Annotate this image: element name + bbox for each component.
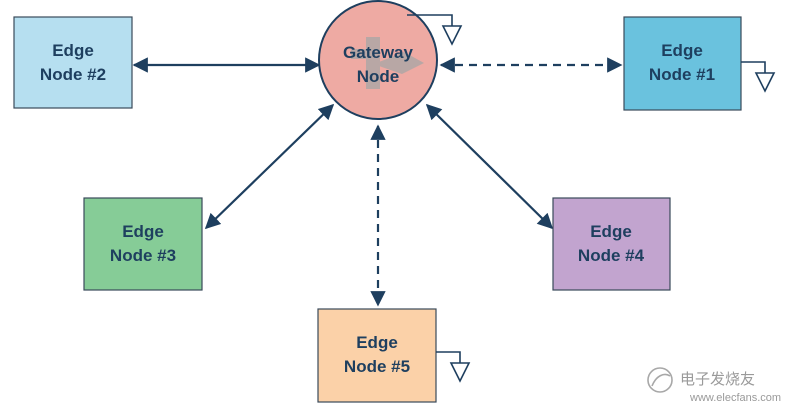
watermark-text: 电子发烧友 — [680, 370, 755, 388]
edge-node-3-label-line1: Edge — [122, 222, 164, 241]
edge-node-1-label-line2: Node #1 — [649, 65, 715, 84]
link-gateway-node3 — [204, 103, 335, 230]
edge-node-4-label-line2: Node #4 — [578, 246, 645, 265]
edge-node-4-box — [552, 197, 671, 291]
gateway-device-icon — [351, 37, 424, 89]
edge-node-1-label-line1: Edge — [661, 41, 703, 60]
gateway-label-line2: Node — [357, 67, 400, 86]
edge-node-5-box — [317, 308, 437, 403]
edge-node-2: Edge Node #2 — [13, 16, 133, 109]
edge-node-5-label-line1: Edge — [356, 333, 398, 352]
edge-node-4: Edge Node #4 — [552, 197, 671, 291]
edge-node-3-label-line2: Node #3 — [110, 246, 176, 265]
watermark: 电子发烧友 www.elecfans.com — [647, 367, 781, 404]
edge-node-3: Edge Node #3 — [83, 197, 203, 291]
edge-node-4-label-line1: Edge — [590, 222, 632, 241]
edge-node-1-ground-icon — [741, 61, 776, 93]
watermark-url: www.elecfans.com — [689, 392, 781, 404]
gateway-node: Gateway Node — [318, 0, 463, 120]
edge-node-1: Edge Node #1 — [623, 16, 776, 111]
edge-node-1-box — [623, 16, 742, 111]
edge-node-2-label-line1: Edge — [52, 41, 94, 60]
edge-node-5: Edge Node #5 — [317, 308, 471, 403]
link-gateway-node4 — [425, 103, 554, 230]
gateway-ground-icon — [407, 14, 463, 46]
edge-node-3-box — [83, 197, 203, 291]
watermark-logo-icon — [647, 367, 673, 393]
edge-node-2-label-line2: Node #2 — [40, 65, 106, 84]
edge-node-5-label-line2: Node #5 — [344, 357, 410, 376]
edge-node-5-ground-icon — [436, 351, 471, 383]
gateway-label-line1: Gateway — [343, 43, 413, 62]
edge-node-2-box — [13, 16, 133, 109]
